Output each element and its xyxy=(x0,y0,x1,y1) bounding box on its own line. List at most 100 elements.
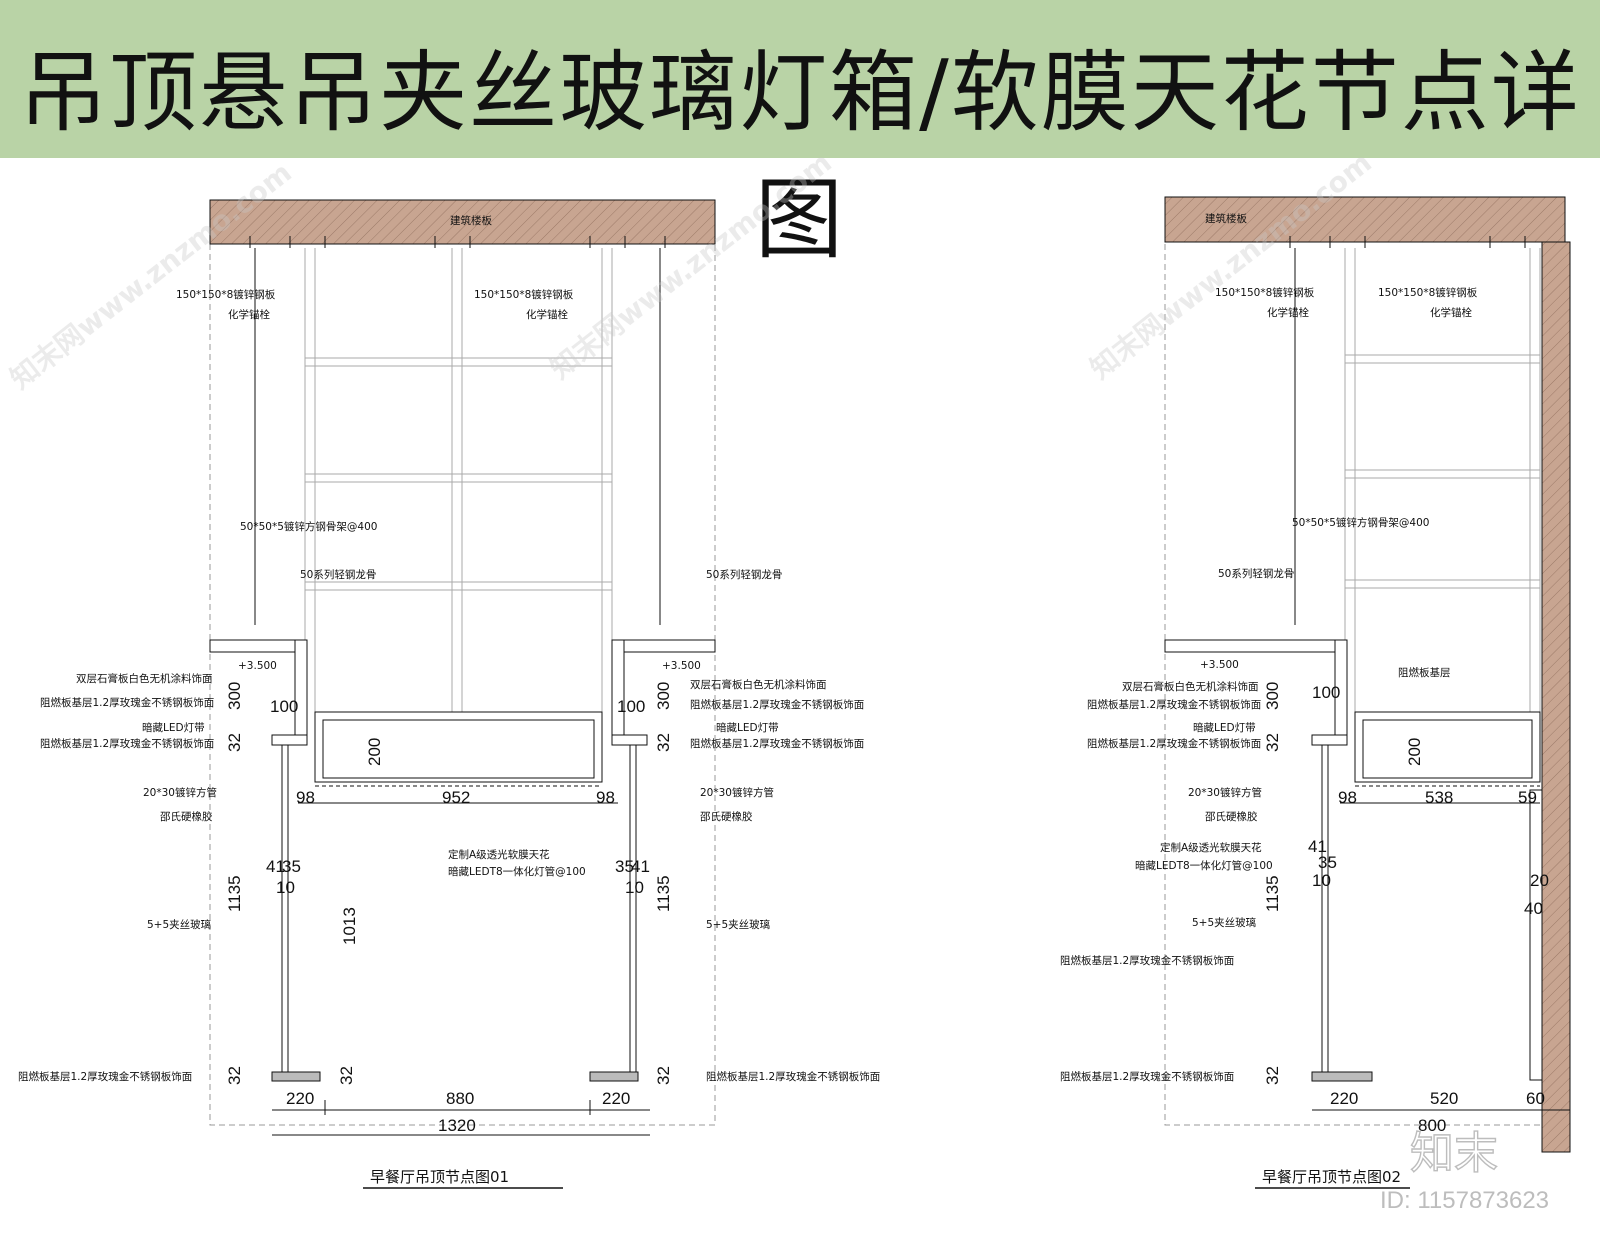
board3-label-2: 阻燃板基层1.2厚玫瑰金不锈钢板饰面 xyxy=(1060,954,1234,967)
dim-35-right: 35 xyxy=(615,857,634,876)
dim-220-right: 220 xyxy=(602,1089,630,1108)
dim-952: 952 xyxy=(442,788,470,807)
diagram-2-labels: 建筑楼板 150*150*8镀锌钢板 化学锚栓 150*150*8镀锌钢板 化学… xyxy=(1060,212,1549,1186)
plate-label-2-left: 150*150*8镀锌钢板 xyxy=(1215,286,1315,299)
dim2-40: 40 xyxy=(1524,899,1543,918)
plate-label-right: 150*150*8镀锌钢板 xyxy=(474,288,574,301)
board3-label-right: 阻燃板基层1.2厚玫瑰金不锈钢板饰面 xyxy=(706,1070,880,1083)
rubber-label-left: 邵氏硬橡胶 xyxy=(160,810,213,823)
plate-label-2-right: 150*150*8镀锌钢板 xyxy=(1378,286,1478,299)
keel-label-left: 50系列轻钢龙骨 xyxy=(300,568,376,581)
dim2-98: 98 xyxy=(1338,788,1357,807)
dim-41-right: 41 xyxy=(631,857,650,876)
dim-200: 200 xyxy=(365,738,384,766)
dim2-32: 32 xyxy=(1263,733,1282,752)
gypsum-label-2: 双层石膏板白色无机涂料饰面 xyxy=(1122,680,1259,693)
board2-label-2: 阻燃板基层1.2厚玫瑰金不锈钢板饰面 xyxy=(1087,737,1261,750)
slab-1 xyxy=(209,199,716,245)
dim2-200: 200 xyxy=(1405,738,1424,766)
dim-10-right: 10 xyxy=(625,878,644,897)
gypsum-label-right: 双层石膏板白色无机涂料饰面 xyxy=(690,678,827,691)
anchors-1 xyxy=(249,236,666,248)
dim2-20: 20 xyxy=(1530,871,1549,890)
watermark-3: 知末网www.znzmo.com xyxy=(1084,146,1378,386)
keel-label-2: 50系列轻钢龙骨 xyxy=(1218,567,1294,580)
dim-35-left: 35 xyxy=(282,857,301,876)
slab-2 xyxy=(1164,196,1566,243)
diagram-1 xyxy=(209,199,716,1189)
board4-label-2: 阻燃板基层1.2厚玫瑰金不锈钢板饰面 xyxy=(1060,1070,1234,1083)
elevation-right: +3.500 xyxy=(662,660,701,672)
image-id: ID: 1157873623 xyxy=(1380,1187,1549,1214)
tube-label-right: 20*30镀锌方管 xyxy=(700,786,774,799)
led-label-right: 暗藏LED灯带 xyxy=(716,721,779,734)
anchors-2 xyxy=(1289,236,1526,248)
board2-label-left: 阻燃板基层1.2厚玫瑰金不锈钢板饰面 xyxy=(40,737,214,750)
dim-220-left: 220 xyxy=(286,1089,314,1108)
dim-1320: 1320 xyxy=(438,1116,476,1135)
led-label-left: 暗藏LED灯带 xyxy=(142,721,205,734)
steel-frame-1 xyxy=(304,248,613,715)
elevation-left: +3.500 xyxy=(238,660,277,672)
diagram-1-labels: 建筑楼板 150*150*8镀锌钢板 化学锚栓 150*150*8镀锌钢板 化学… xyxy=(18,214,880,1186)
caption-2: 早餐厅吊顶节点图02 xyxy=(1262,1168,1401,1186)
page-title: 吊顶悬吊夹丝玻璃灯箱/软膜天花节点详图 xyxy=(19,41,1581,271)
dim2-800: 800 xyxy=(1418,1116,1446,1135)
glass-label-left: 5+5夹丝玻璃 xyxy=(147,918,211,931)
watermark-1: 知末网www.znzmo.com xyxy=(4,156,298,396)
gypsum-label-left: 双层石膏板白色无机涂料饰面 xyxy=(76,672,213,685)
tube-label-left: 20*30镀锌方管 xyxy=(143,786,217,799)
diagram-2 xyxy=(1164,196,1571,1189)
dim-98-right: 98 xyxy=(596,788,615,807)
dim-100-right: 100 xyxy=(617,697,645,716)
rubber-label-right: 邵氏硬橡胶 xyxy=(700,810,753,823)
tube-label-2: 20*30镀锌方管 xyxy=(1188,786,1262,799)
dim2-35: 35 xyxy=(1318,853,1337,872)
elevation-2: +3.500 xyxy=(1200,659,1239,671)
tube-led-label-2: 暗藏LEDT8一体化灯管@100 xyxy=(1135,859,1273,872)
dim-32-right: 32 xyxy=(654,733,673,752)
dim-32-left: 32 xyxy=(225,733,244,752)
wall-2 xyxy=(1541,241,1571,1153)
anchor-label-2-right: 化学锚栓 xyxy=(1430,306,1472,319)
dim-100-left: 100 xyxy=(270,697,298,716)
dim2-520: 520 xyxy=(1430,1089,1458,1108)
film-label-2: 定制A级透光软膜天花 xyxy=(1160,841,1262,854)
anchor-label-right: 化学锚栓 xyxy=(526,308,568,321)
caption-1: 早餐厅吊顶节点图01 xyxy=(370,1168,509,1186)
dim2-59: 59 xyxy=(1518,788,1537,807)
dim2-100: 100 xyxy=(1312,683,1340,702)
dim-300-left: 300 xyxy=(225,682,244,710)
watermark-2: 知末网www.znzmo.com xyxy=(544,146,838,386)
dim-1135-left: 1135 xyxy=(225,875,244,912)
fire-base-label-2: 阻燃板基层 xyxy=(1398,666,1451,679)
board1-label-right: 阻燃板基层1.2厚玫瑰金不锈钢板饰面 xyxy=(690,698,864,711)
brand-logo: 知末 xyxy=(1410,1128,1498,1179)
led-label-2: 暗藏LED灯带 xyxy=(1193,721,1256,734)
glass-label-2: 5+5夹丝玻璃 xyxy=(1192,916,1256,929)
plate-label-left: 150*150*8镀锌钢板 xyxy=(176,288,276,301)
steel-frame-2 xyxy=(1344,248,1541,715)
slab-label-1: 建筑楼板 xyxy=(450,214,492,227)
board3-label-left: 阻燃板基层1.2厚玫瑰金不锈钢板饰面 xyxy=(18,1070,192,1083)
dim-32-bottom-right: 32 xyxy=(654,1066,673,1085)
dim2-220: 220 xyxy=(1330,1089,1358,1108)
keel-label-right: 50系列轻钢龙骨 xyxy=(706,568,782,581)
film-label-1: 定制A级透光软膜天花 xyxy=(448,848,550,861)
board1-label-left: 阻燃板基层1.2厚玫瑰金不锈钢板饰面 xyxy=(40,696,214,709)
anchor-label-2-left: 化学锚栓 xyxy=(1267,306,1309,319)
board2-label-right: 阻燃板基层1.2厚玫瑰金不锈钢板饰面 xyxy=(690,737,864,750)
slab-label-2: 建筑楼板 xyxy=(1205,212,1247,225)
dim-32-bottom-mid: 32 xyxy=(337,1066,356,1085)
dim2-1135: 1135 xyxy=(1263,875,1282,912)
dim-98-left: 98 xyxy=(296,788,315,807)
frame-label-1: 50*50*5镀锌方钢骨架@400 xyxy=(240,520,377,533)
dim-1013: 1013 xyxy=(340,907,359,945)
dim2-60: 60 xyxy=(1526,1089,1545,1108)
dim2-41: 41 xyxy=(1308,837,1327,856)
dim-41-left: 41 xyxy=(266,857,285,876)
anchor-label-left: 化学锚栓 xyxy=(228,308,270,321)
dim-1135-right: 1135 xyxy=(654,875,673,912)
dim2-10: 10 xyxy=(1312,871,1331,890)
